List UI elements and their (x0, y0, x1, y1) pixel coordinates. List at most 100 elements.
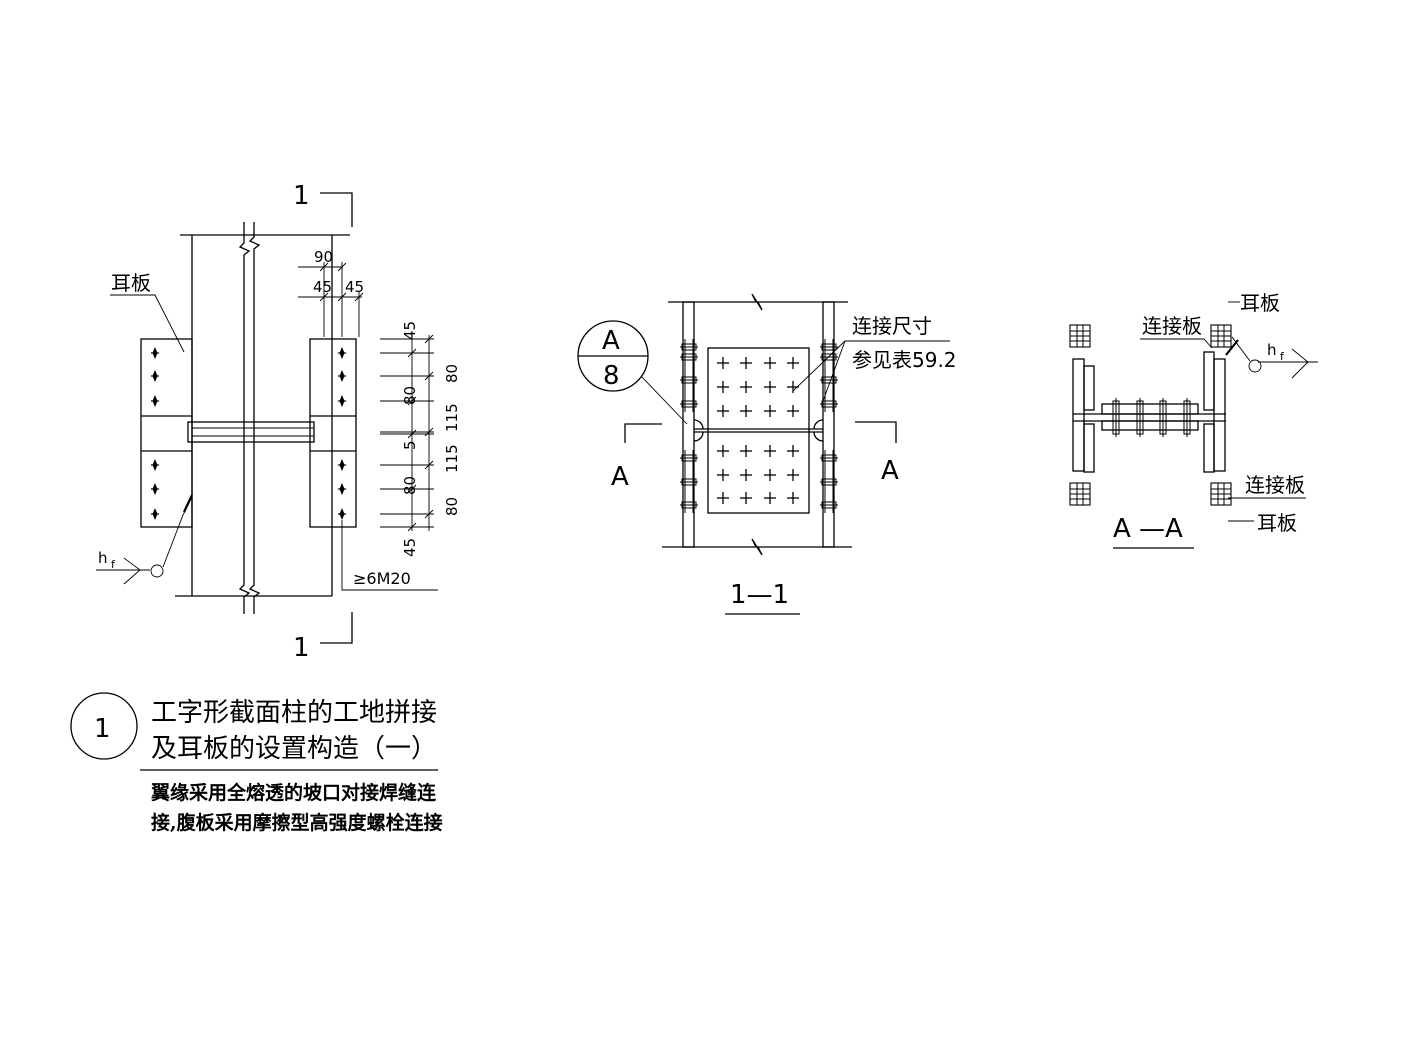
flange-bolt (820, 343, 838, 351)
bolt-cross (740, 492, 752, 504)
detail-leader (640, 375, 688, 425)
bolt-mark (337, 369, 347, 383)
section-mark-bottom: 1 (293, 633, 310, 663)
bolt-cross (740, 445, 752, 457)
view-title-a-a: A —A (1113, 514, 1183, 544)
ear-plate-right (309, 338, 357, 528)
bolt-mark (150, 394, 160, 408)
bolt-mark (337, 507, 347, 521)
detail-circle-bottom: 8 (603, 361, 620, 391)
weld-symbol-f: f (111, 558, 116, 571)
bolt-cross (764, 445, 776, 457)
flange-left (1072, 358, 1085, 472)
dim-right-2: 80 (443, 364, 461, 383)
bolt-cross (717, 357, 729, 369)
flange-bolt (820, 478, 838, 486)
bolt-mark (150, 482, 160, 496)
flange-bolt (820, 454, 838, 462)
dim-right-7: 80 (401, 476, 419, 495)
flange-bolt-groups (680, 339, 838, 513)
detail-number: 1 (94, 714, 111, 744)
flange-bolt (820, 400, 838, 408)
flange-bolt (680, 343, 698, 351)
ear-plate-left (140, 338, 193, 528)
flange-tip-bolt (1210, 324, 1232, 348)
dim-right-4: 115 (443, 403, 461, 432)
bolt-mark (150, 369, 160, 383)
break-line-bottom (662, 538, 852, 556)
conn-note-line2: 参见表59.2 (852, 348, 957, 372)
conn-plate-label-top: 连接板 (1142, 314, 1202, 338)
bolt-mark (337, 394, 347, 408)
bolt-cross (740, 469, 752, 481)
weld-symbol-f: f (1280, 350, 1285, 363)
bolt-mark (150, 346, 160, 360)
conn-plate-label-bottom: 连接板 (1245, 473, 1305, 497)
bolt-mark (150, 507, 160, 521)
web-line-left (238, 222, 251, 614)
web-plate-top (1101, 403, 1199, 415)
title-block: 1 工字形截面柱的工地拼接 及耳板的设置构造（一） 翼缘采用全熔透的坡口对接焊缝… (70, 692, 443, 834)
section-mark-top: 1 (293, 181, 310, 211)
cut-line-left (624, 423, 662, 443)
detail-1-elevation: 1 1 耳板 (96, 181, 461, 663)
conn-note-line1: 连接尺寸 (852, 314, 932, 338)
dim-45-left: 45 (313, 278, 332, 296)
weld-flag (123, 557, 141, 585)
detail-number-circle (70, 692, 138, 760)
bolt-cross (717, 405, 729, 417)
cut-line-right (855, 421, 897, 443)
bolt-note: ≥6M20 (353, 569, 411, 588)
flange-bolt (680, 376, 698, 384)
detail-circle-top: A (602, 326, 620, 356)
web-bolt (1136, 398, 1144, 437)
web-line-right (248, 222, 261, 614)
dim-45-right: 45 (345, 278, 364, 296)
bolt-cross (764, 405, 776, 417)
bolt-mark (337, 482, 347, 496)
weld-flag (1291, 348, 1309, 379)
section-1-1: A 8 A A 连接尺寸 参见表59.2 1—1 (577, 293, 957, 615)
flange-bolt (680, 400, 698, 408)
ear-plate-label: 耳板 (111, 271, 151, 295)
weld-leader (162, 496, 193, 568)
flange-tip-bolt (1210, 482, 1232, 506)
bolt-grid (717, 357, 799, 504)
web-bolt (1183, 398, 1191, 437)
web-splice-plate (187, 421, 315, 443)
bolt-cross (740, 405, 752, 417)
web-plate-bottom (1101, 420, 1199, 431)
dim-right-6: 115 (443, 444, 461, 473)
ear-plate-label-top: 耳板 (1240, 291, 1280, 315)
bolt-cross (787, 469, 799, 481)
dim-right-1: 45 (401, 321, 419, 340)
view-title-1-1: 1—1 (730, 580, 789, 610)
note-line-1: 翼缘采用全熔透的坡口对接焊缝连 (150, 781, 437, 804)
section-a-a: 耳板 连接板 连接板 耳板 h f A —A (1069, 291, 1318, 549)
a-a-bolts (1069, 324, 1232, 506)
weld-all-around-circle (1248, 359, 1262, 373)
bolt-cross (787, 405, 799, 417)
bolt-note-leader (341, 520, 438, 591)
bolt-cross (787, 492, 799, 504)
bolt-cross (787, 357, 799, 369)
bolt-cross (764, 469, 776, 481)
ear-plate-label-bottom: 耳板 (1257, 511, 1297, 535)
dim-right-5: 5 (401, 440, 419, 450)
flange-bolt (680, 478, 698, 486)
bolt-cross (764, 492, 776, 504)
flange-bolt (680, 353, 698, 361)
title-line-2: 及耳板的设置构造（一） (151, 734, 437, 764)
web-bolt (1112, 398, 1120, 437)
bolt-mark (337, 458, 347, 472)
flange-bolt (820, 376, 838, 384)
cut-label-right: A (881, 456, 899, 486)
ear-plate-leader (110, 294, 185, 353)
title-line-1: 工字形截面柱的工地拼接 (151, 698, 437, 728)
web-bolt (1159, 398, 1167, 437)
bolt-cross (740, 381, 752, 393)
bolt-cross (717, 381, 729, 393)
flange-tip-bolt (1069, 324, 1091, 348)
bolt-mark (337, 346, 347, 360)
